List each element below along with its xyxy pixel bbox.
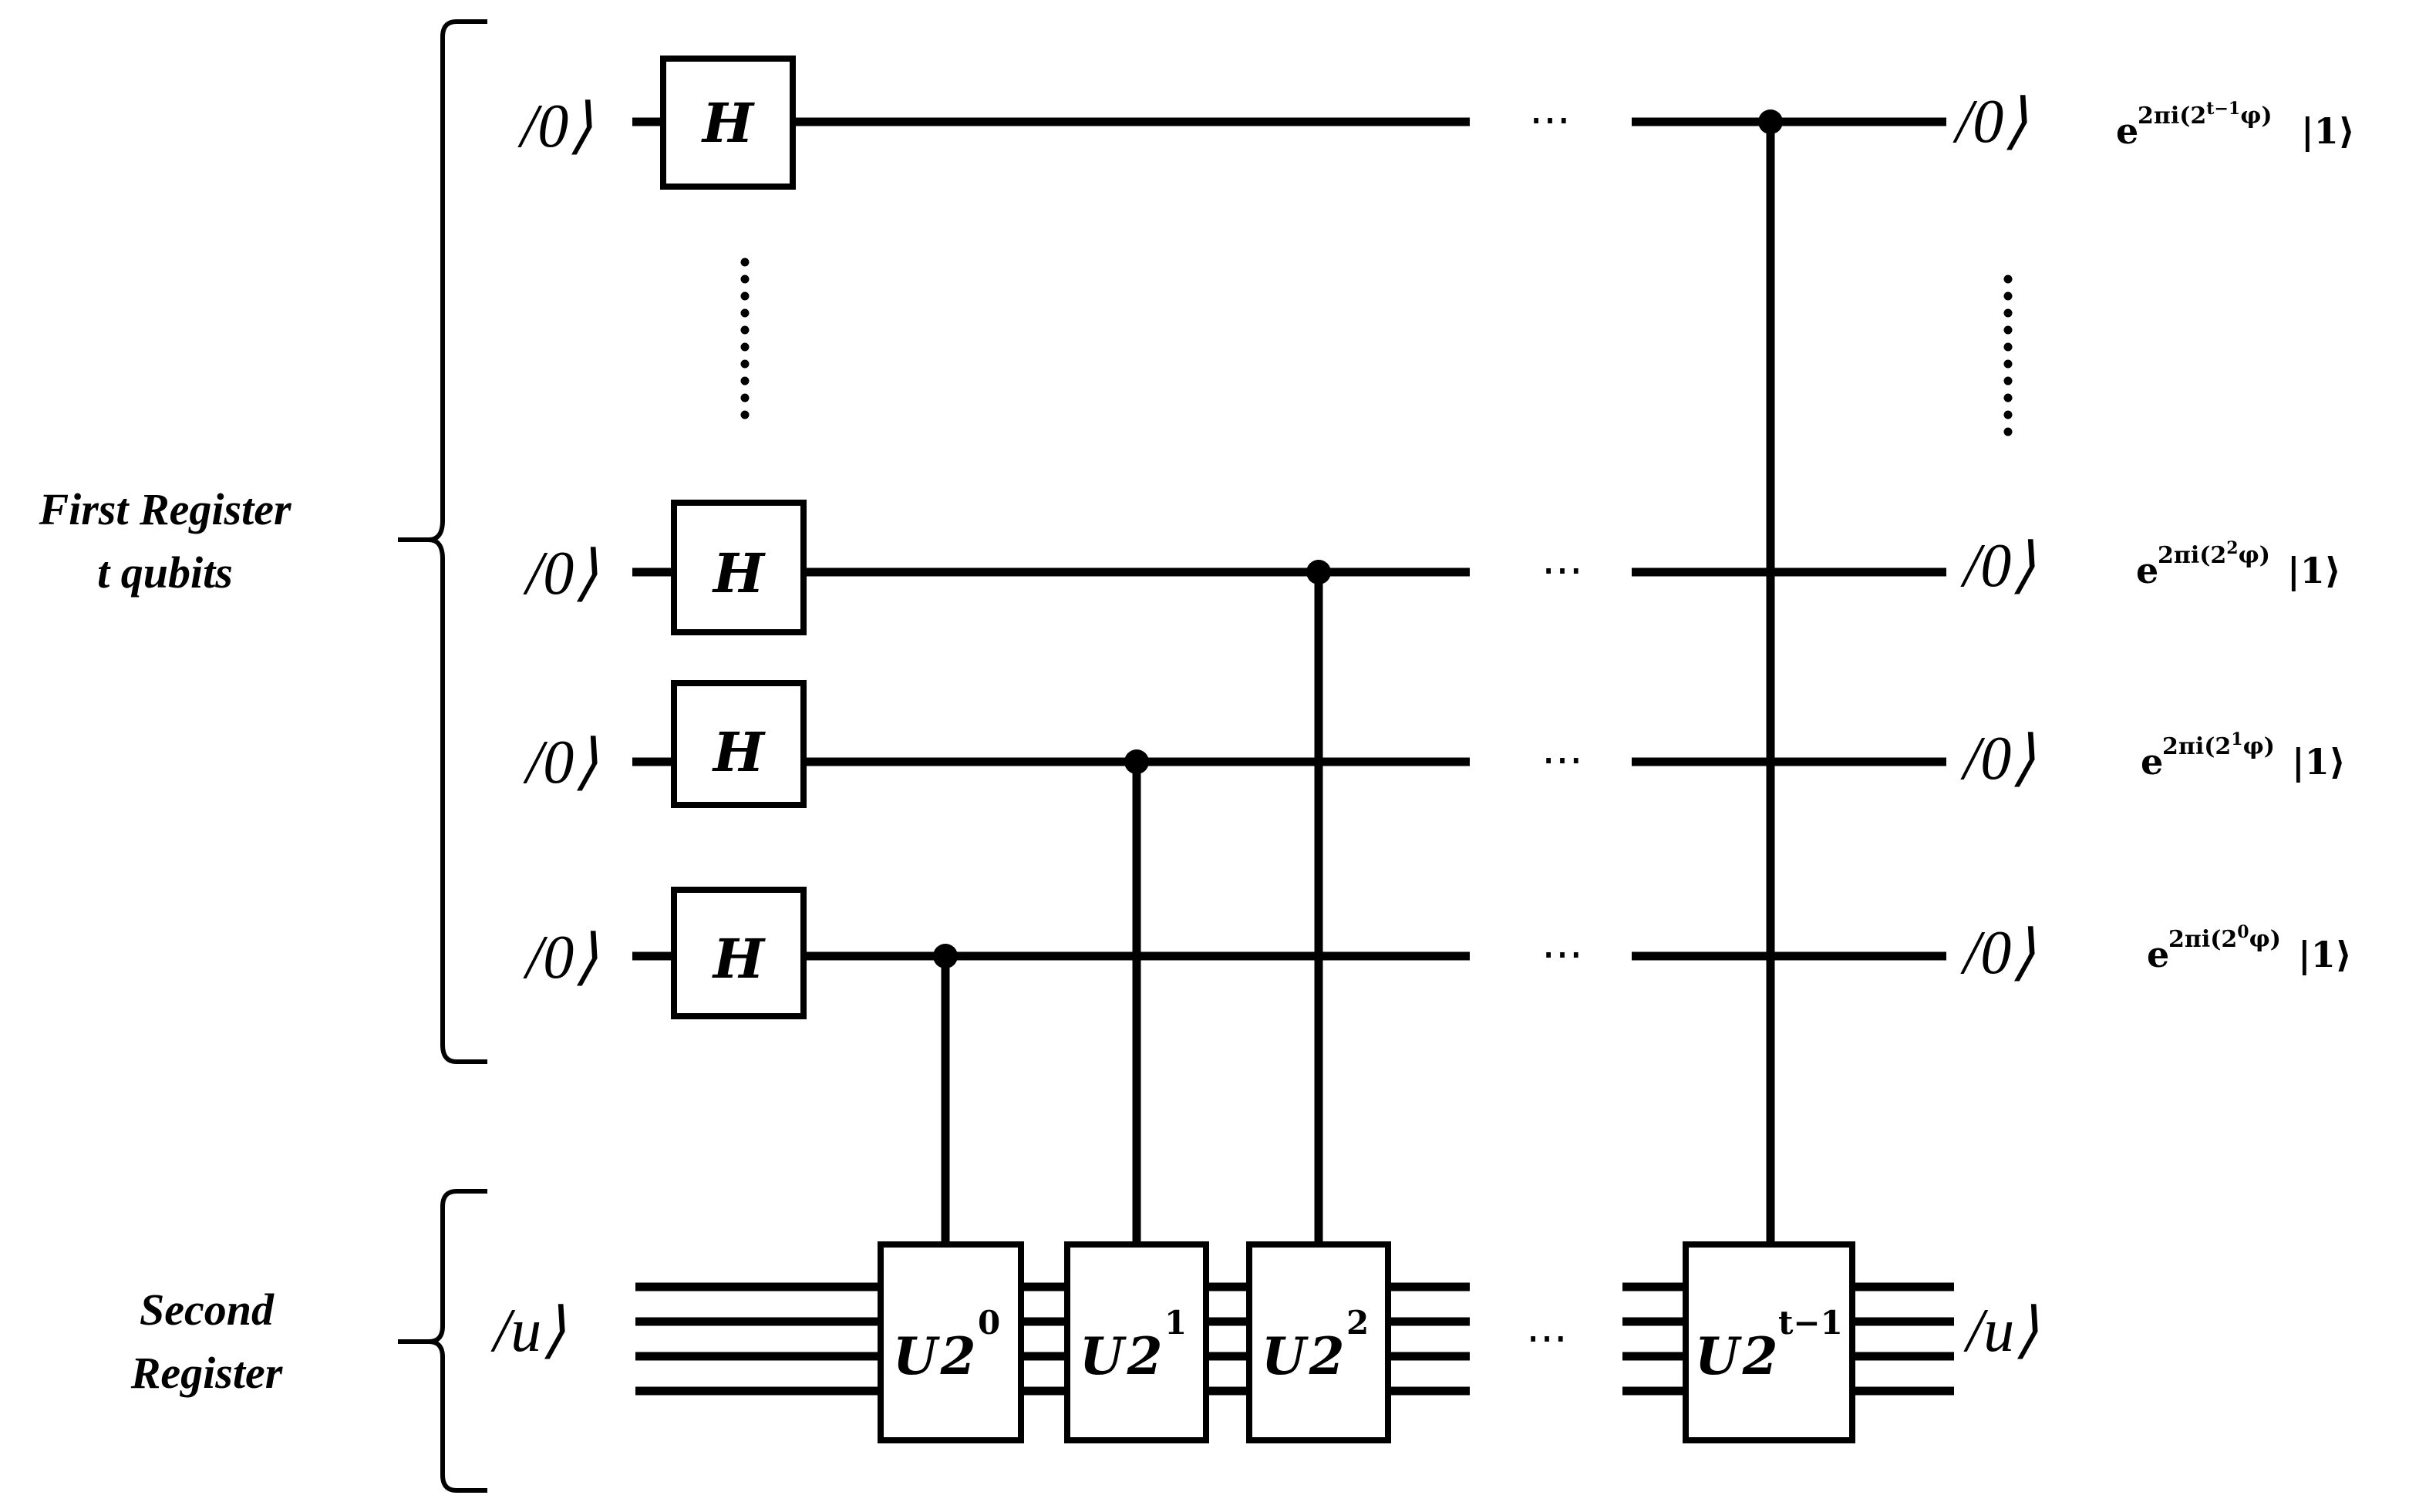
control-dot-top bbox=[1758, 109, 1783, 134]
svg-text:|1⟩: |1⟩ bbox=[2287, 550, 2341, 591]
output-ket-top: /0⟩ bbox=[1952, 88, 2027, 156]
control-dot-q0 bbox=[933, 944, 958, 968]
input-ket-q0: /0⟩ bbox=[523, 924, 598, 992]
control-dot-q2 bbox=[1306, 560, 1331, 584]
svg-text:H: H bbox=[701, 91, 755, 155]
input-ket-q2: /0⟩ bbox=[523, 540, 598, 608]
svg-text:0: 0 bbox=[978, 1304, 1000, 1342]
second-register-bracket bbox=[398, 1189, 487, 1493]
ellipsis-q0: ··· bbox=[1541, 931, 1582, 981]
svg-text:e: e bbox=[2147, 934, 2169, 975]
phase-output-q1: e 2πi(21φ) |1⟩ bbox=[2141, 729, 2346, 783]
svg-text:2πi(22φ): 2πi(22φ) bbox=[2158, 538, 2270, 569]
hadamard-gate-top: H bbox=[660, 56, 796, 190]
svg-text:|1⟩: |1⟩ bbox=[2298, 934, 2352, 975]
phase-output-top: e 2πi(2t−1φ) |1⟩ bbox=[2116, 99, 2355, 152]
svg-text:e: e bbox=[2116, 110, 2138, 152]
control-u0 bbox=[933, 944, 958, 1244]
hadamard-gate-q0: H bbox=[671, 887, 807, 1019]
svg-text:e: e bbox=[2141, 741, 2163, 783]
control-u2 bbox=[1306, 560, 1331, 1244]
first-register-bracket bbox=[398, 19, 487, 1064]
svg-text:2πi(2t−1φ): 2πi(2t−1φ) bbox=[2138, 99, 2273, 130]
ellipsis-q2: ··· bbox=[1541, 547, 1582, 597]
input-ket-second: /u⟩ bbox=[490, 1297, 565, 1365]
control-ut bbox=[1758, 109, 1783, 1244]
output-ket-second: /u⟩ bbox=[1963, 1297, 2038, 1365]
svg-text:U2: U2 bbox=[893, 1326, 976, 1386]
svg-text:|1⟩: |1⟩ bbox=[2301, 110, 2355, 152]
ellipsis-top: ··· bbox=[1529, 96, 1570, 146]
hadamard-gate-q2: H bbox=[671, 500, 807, 635]
svg-text:e: e bbox=[2136, 550, 2158, 591]
control-u1 bbox=[1124, 749, 1149, 1244]
input-ket-top: /0⟩ bbox=[517, 93, 592, 160]
output-ket-q0: /0⟩ bbox=[1960, 919, 2035, 987]
ellipsis-q1: ··· bbox=[1541, 736, 1582, 786]
svg-text:2: 2 bbox=[1346, 1304, 1369, 1342]
controlled-u-gate-2-t-minus-1: U2 t−1 bbox=[1683, 1241, 1855, 1443]
second-register-label: Second bbox=[140, 1285, 275, 1335]
control-dot-q1 bbox=[1124, 749, 1149, 774]
first-register-label: First Register bbox=[38, 484, 291, 534]
svg-text:U2: U2 bbox=[1080, 1326, 1163, 1386]
output-ket-q1: /0⟩ bbox=[1960, 725, 2035, 793]
svg-text:2πi(21φ): 2πi(21φ) bbox=[2162, 729, 2275, 760]
svg-text:|1⟩: |1⟩ bbox=[2292, 741, 2346, 783]
svg-text:U2: U2 bbox=[1695, 1326, 1778, 1386]
controlled-u-gate-2-1: U2 1 bbox=[1064, 1241, 1209, 1443]
ellipsis-second: ··· bbox=[1526, 1315, 1567, 1365]
svg-text:H: H bbox=[712, 541, 766, 605]
svg-text:H: H bbox=[712, 927, 766, 991]
svg-text:U2: U2 bbox=[1262, 1326, 1345, 1386]
svg-text:H: H bbox=[712, 720, 766, 784]
controlled-u-gate-2-2: U2 2 bbox=[1246, 1241, 1391, 1443]
second-register-wires bbox=[635, 1282, 1954, 1396]
phase-output-q0: e 2πi(20φ) |1⟩ bbox=[2147, 922, 2352, 975]
input-ket-q1: /0⟩ bbox=[523, 729, 598, 796]
svg-text:t−1: t−1 bbox=[1778, 1304, 1843, 1342]
svg-text:2πi(20φ): 2πi(20φ) bbox=[2168, 922, 2281, 953]
controlled-u-gate-2-0: U2 0 bbox=[878, 1241, 1024, 1443]
phase-output-q2: e 2πi(22φ) |1⟩ bbox=[2136, 538, 2341, 591]
output-ket-q2: /0⟩ bbox=[1960, 532, 2035, 600]
first-register-sublabel: t qubits bbox=[97, 547, 233, 598]
hadamard-gate-q1: H bbox=[671, 680, 807, 808]
second-register-sublabel: Register bbox=[130, 1348, 283, 1398]
svg-text:1: 1 bbox=[1164, 1304, 1187, 1342]
